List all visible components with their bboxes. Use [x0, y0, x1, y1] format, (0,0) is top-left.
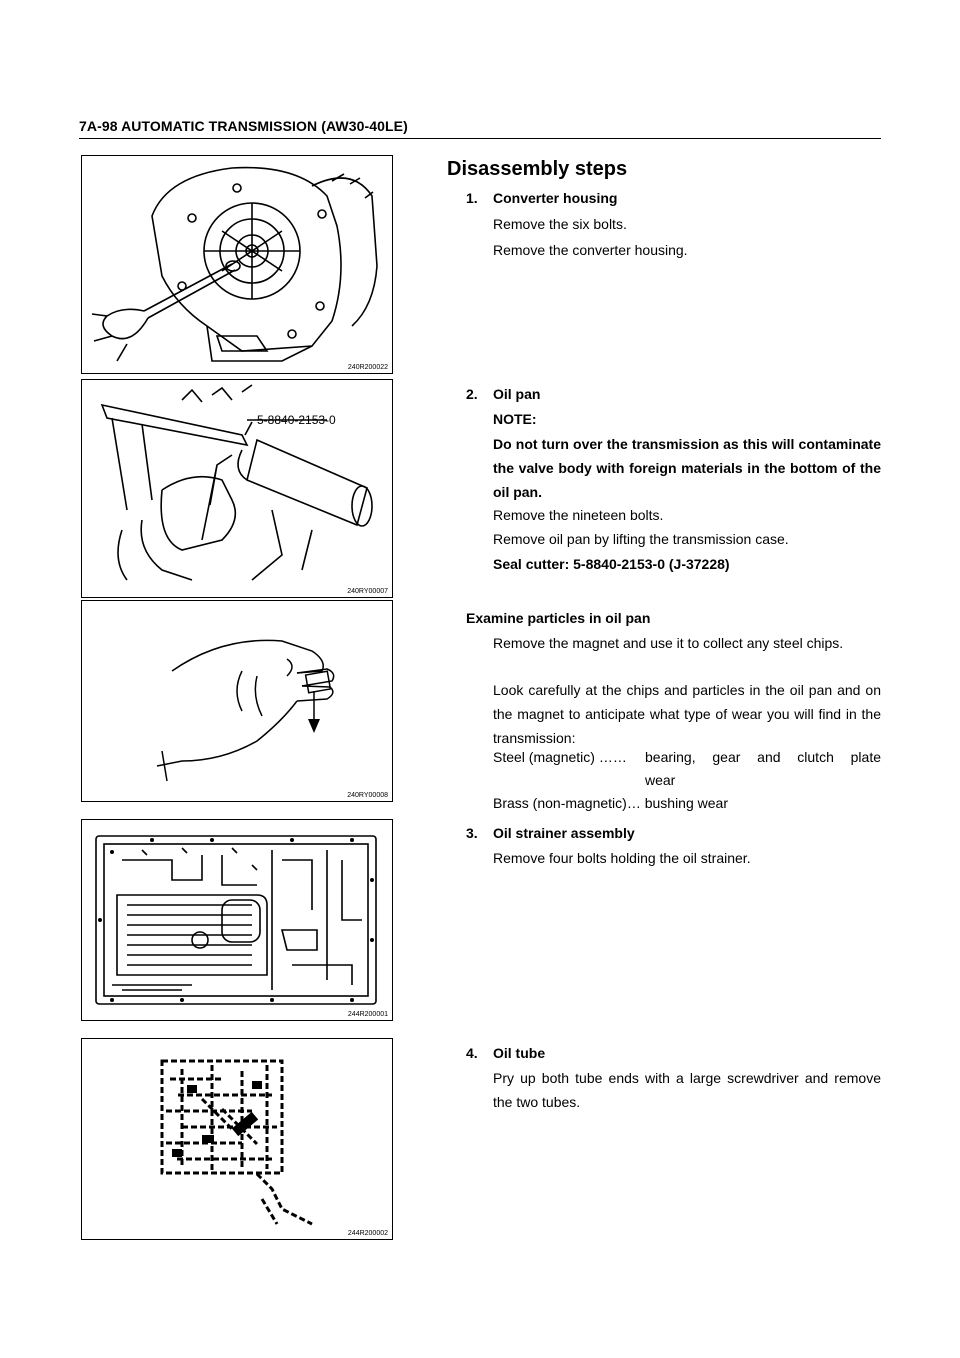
figure-oil-pan: 5-8840-2153-0 240RY00007 — [81, 379, 393, 598]
figure-code: 244R200002 — [347, 1230, 388, 1237]
step-label: Oil strainer assembly — [493, 825, 635, 841]
examine-para-1: Remove the magnet and use it to collect … — [493, 635, 844, 651]
steel-text-continued: wear — [645, 772, 676, 788]
converter-housing-illustration — [91, 166, 378, 362]
step-number: 4. — [466, 1045, 478, 1061]
step-label: Oil pan — [493, 386, 541, 402]
figure-converter-housing: 240R200022 — [81, 155, 393, 374]
page-header: 7A-98 AUTOMATIC TRANSMISSION (AW30-40LE) — [79, 118, 408, 134]
section-heading: Disassembly steps — [447, 158, 628, 180]
step-1-line-2: Remove the converter housing. — [493, 242, 688, 258]
step-number: 3. — [466, 825, 478, 841]
steel-text: bearing, gear and clutch plate — [645, 749, 881, 765]
step-3-line: Remove four bolts holding the oil strain… — [493, 850, 751, 866]
examine-title: Examine particles in oil pan — [466, 610, 651, 626]
magnet-illustration — [156, 639, 335, 782]
step-label: Converter housing — [493, 190, 618, 206]
figure-magnet: 240RY00008 — [81, 600, 393, 802]
step-label: Oil tube — [493, 1045, 546, 1061]
steel-label: Steel (magnetic) …… — [493, 749, 627, 765]
note-text: Do not turn over the transmission as thi… — [493, 436, 881, 500]
tool-label: 5-8840-2153-0 — [257, 413, 336, 427]
examine-para-2: Look carefully at the chips and particle… — [493, 682, 881, 746]
figure-code: 240RY00007 — [347, 588, 388, 595]
figure-code: 240RY00008 — [347, 792, 388, 799]
oil-tube-illustration — [160, 1059, 313, 1226]
figure-code: 240R200022 — [347, 364, 388, 371]
note-label: NOTE: — [493, 411, 537, 427]
step-4-para: Pry up both tube ends with a large screw… — [493, 1070, 881, 1110]
figure-oil-strainer: 244R200001 — [81, 819, 393, 1021]
seal-cutter-illustration: 5-8840-2153-0 — [100, 384, 373, 581]
valve-body-illustration — [95, 835, 377, 1005]
brass-line: Brass (non-magnetic)… bushing wear — [493, 795, 728, 811]
tool-spec: Seal cutter: 5-8840-2153-0 (J-37228) — [493, 556, 730, 572]
figure-oil-tube: 244R200002 — [81, 1038, 393, 1240]
header-rule — [79, 138, 881, 139]
step-2-line-2: Remove oil pan by lifting the transmissi… — [493, 531, 789, 547]
figure-code: 244R200001 — [347, 1011, 388, 1018]
step-number: 1. — [466, 190, 478, 206]
step-1-line-1: Remove the six bolts. — [493, 216, 627, 232]
step-number: 2. — [466, 386, 478, 402]
step-2-line-1: Remove the nineteen bolts. — [493, 507, 664, 523]
